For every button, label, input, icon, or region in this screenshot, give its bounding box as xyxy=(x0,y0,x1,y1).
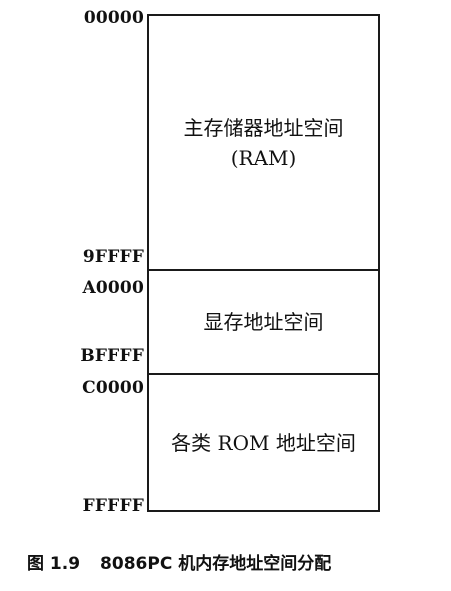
region-rom: 各类 ROM 地址空间 xyxy=(149,375,378,510)
address-label-c0000: C0000 xyxy=(82,378,144,398)
figure-title: 8086PC 机内存地址空间分配 xyxy=(100,554,332,574)
region-main-memory-label: 主存储器地址空间 xyxy=(183,115,344,140)
region-rom-label: 各类 ROM 地址空间 xyxy=(171,430,356,455)
region-video-memory-label: 显存地址空间 xyxy=(203,310,324,334)
region-video-memory: 显存地址空间 xyxy=(149,271,378,373)
address-label-bffff: BFFFF xyxy=(80,346,144,366)
divider-video-rom xyxy=(149,373,378,375)
figure-number: 图 1.9 xyxy=(27,554,81,574)
address-label-9ffff: 9FFFF xyxy=(82,247,144,267)
memory-map: 主存储器地址空间 (RAM) 显存地址空间 各类 ROM 地址空间 xyxy=(147,14,380,512)
region-main-memory-sublabel: (RAM) xyxy=(230,145,297,170)
address-label-a0000: A0000 xyxy=(82,278,144,298)
divider-main-video xyxy=(149,269,378,271)
address-label-00000: 00000 xyxy=(83,8,144,28)
region-main-memory: 主存储器地址空间 (RAM) xyxy=(149,16,378,269)
address-label-fffff: FFFFF xyxy=(82,496,144,516)
figure-caption: 图 1.9 8086PC 机内存地址空间分配 xyxy=(27,553,331,575)
